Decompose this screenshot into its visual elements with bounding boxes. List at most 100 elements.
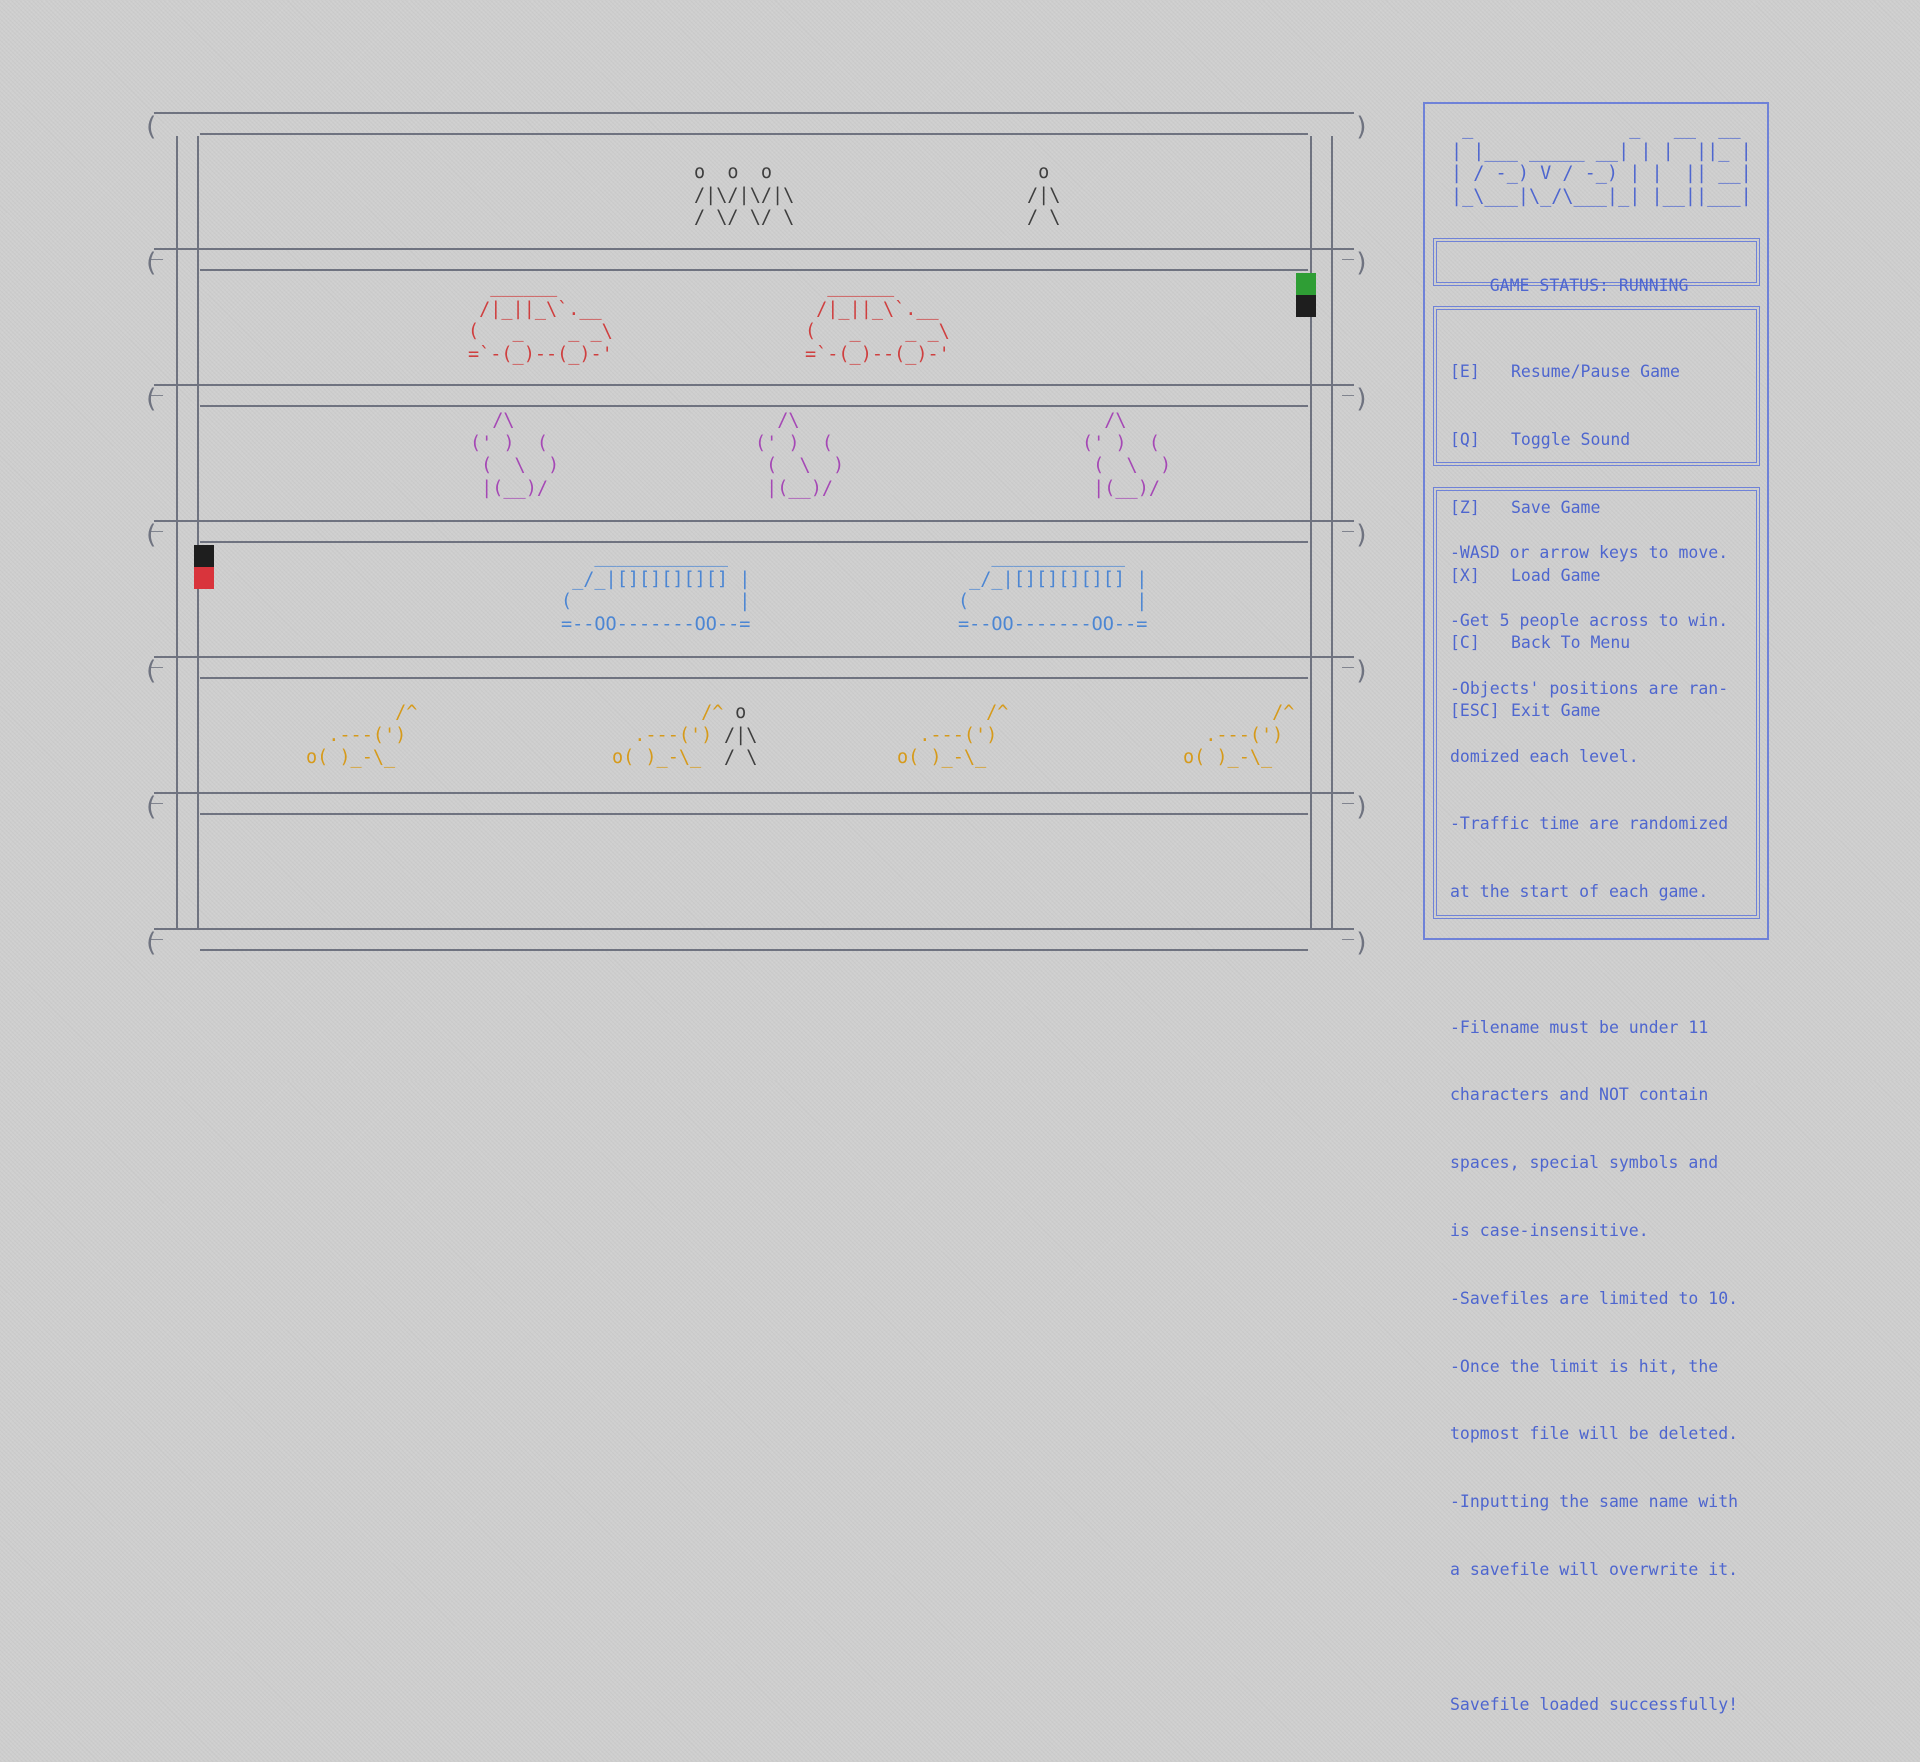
rail-cap-left: ( bbox=[143, 248, 159, 278]
rail-under-left: _ bbox=[151, 236, 164, 260]
lane-rail-top bbox=[154, 520, 1354, 522]
info-line: -Traffic time are randomized bbox=[1450, 814, 1729, 834]
rail-under-left: _ bbox=[151, 644, 164, 668]
bus: ____________ _/_|[][][][][] | ( | =--OO-… bbox=[561, 546, 751, 635]
control-label: Resume/Pause Game bbox=[1511, 362, 1680, 382]
game-board: ()()__()__()__()__()__()__ o o o /|\/|\/… bbox=[0, 0, 1380, 1000]
control-resume-pause: [E] Resume/Pause Game bbox=[1450, 361, 1756, 384]
control-key: [C] bbox=[1450, 633, 1480, 653]
rail-cap-left: ( bbox=[143, 656, 159, 686]
info-line: -Filename must be under 11 bbox=[1450, 1017, 1709, 1037]
rail-under-left: _ bbox=[151, 508, 164, 532]
control-exit-game: [ESC] Exit Game bbox=[1450, 700, 1756, 723]
control-key: [ESC] bbox=[1450, 701, 1500, 721]
info-line: is case-insensitive. bbox=[1450, 1221, 1649, 1240]
info-line: -Objects' positions are ran- bbox=[1450, 678, 1729, 698]
rail-cap-left: ( bbox=[143, 112, 159, 142]
save-load-message: Savefile loaded successfully! bbox=[1450, 1695, 1739, 1715]
light-off bbox=[194, 545, 214, 567]
lane-rail-top bbox=[154, 248, 1354, 250]
rail-cap-left: ( bbox=[143, 792, 159, 822]
info-line: -Inputting the same name with bbox=[1450, 1492, 1739, 1512]
info-line bbox=[1450, 1627, 1756, 1650]
lane-rail-bottom bbox=[200, 133, 1308, 135]
control-key: [E] bbox=[1450, 362, 1480, 382]
right-inner-post bbox=[1310, 136, 1312, 929]
car: ______ /|_||_\`.__ ( _ _ _\ =`-(_)--(_)-… bbox=[805, 276, 950, 365]
control-label: Load Game bbox=[1511, 565, 1601, 585]
control-label: Save Game bbox=[1511, 497, 1601, 517]
lane-rail-bottom bbox=[200, 677, 1308, 679]
controls-list: [E] Resume/Pause Game [Q] Toggle Sound [… bbox=[1433, 306, 1760, 720]
lane-rail-bottom bbox=[200, 813, 1308, 815]
person: o /|\ / \ bbox=[1027, 162, 1061, 228]
control-back-to-menu: [C] Back To Menu bbox=[1450, 632, 1756, 655]
lane-rail-top bbox=[154, 928, 1354, 930]
rail-cap-left: ( bbox=[143, 384, 159, 414]
side-panel: _ _ __ __ | |___ _____ __| | | ||_ | | /… bbox=[1423, 102, 1769, 1714]
car: ______ /|_||_\`.__ ( _ _ _\ =`-(_)--(_)-… bbox=[468, 276, 613, 365]
light-off bbox=[1296, 295, 1316, 317]
rail-under-left: _ bbox=[151, 372, 164, 396]
lane-rail-bottom bbox=[200, 405, 1308, 407]
people-group: o o o /|\/|\/|\ / \/ \/ \ bbox=[694, 162, 795, 228]
rail-under-right: _ bbox=[1342, 916, 1355, 940]
rabbit: /\ (' ) ( ( \ ) |(__)/ bbox=[470, 410, 560, 499]
info-line: -WASD or arrow keys to move. bbox=[1450, 543, 1729, 563]
game-status-text: GAME STATUS: RUNNING bbox=[1489, 275, 1689, 295]
rail-cap-left: ( bbox=[143, 928, 159, 958]
bus: ____________ _/_|[][][][][] | ( | =--OO-… bbox=[958, 546, 1148, 635]
rabbit: /\ (' ) ( ( \ ) |(__)/ bbox=[1082, 410, 1172, 499]
dog: /^ .---(') o( )_-\_ bbox=[1183, 702, 1295, 768]
info-line: domized each level. bbox=[1450, 746, 1639, 766]
control-label: Toggle Sound bbox=[1511, 429, 1631, 449]
rail-cap-right: ) bbox=[1354, 928, 1370, 958]
rail-under-left: _ bbox=[151, 916, 164, 940]
info-line: at the start of each game. bbox=[1450, 882, 1709, 902]
green-light bbox=[1296, 273, 1316, 295]
dog: /^ .---(') o( )_-\_ bbox=[612, 702, 724, 768]
info-line: characters and NOT contain bbox=[1450, 1085, 1709, 1105]
lane-rail-top bbox=[154, 656, 1354, 658]
info-line: -Once the limit is hit, the bbox=[1450, 1356, 1719, 1376]
lane-rail-top bbox=[154, 384, 1354, 386]
player-character: o /|\ / \ bbox=[724, 702, 758, 768]
info-line: -Get 5 people across to win. bbox=[1450, 610, 1729, 630]
control-key: [Q] bbox=[1450, 429, 1480, 449]
control-toggle-sound: [Q] Toggle Sound bbox=[1450, 429, 1756, 452]
control-label: Exit Game bbox=[1511, 701, 1601, 721]
rail-under-right: _ bbox=[1342, 644, 1355, 668]
rail-cap-right: ) bbox=[1354, 520, 1370, 550]
rail-cap-right: ) bbox=[1354, 656, 1370, 686]
info-line: a savefile will overwrite it. bbox=[1450, 1559, 1739, 1579]
rail-under-right: _ bbox=[1342, 780, 1355, 804]
rail-under-left: _ bbox=[151, 780, 164, 804]
lane-rail-bottom bbox=[200, 949, 1308, 951]
rabbit: /\ (' ) ( ( \ ) |(__)/ bbox=[755, 410, 845, 499]
rail-cap-right: ) bbox=[1354, 248, 1370, 278]
lane-rail-bottom bbox=[200, 269, 1308, 271]
control-label: Back To Menu bbox=[1511, 633, 1631, 653]
info-line: -Savefiles are limited to 10. bbox=[1450, 1288, 1739, 1308]
red-light bbox=[194, 567, 214, 589]
rail-under-right: _ bbox=[1342, 372, 1355, 396]
lane-rail-top bbox=[154, 112, 1354, 114]
lane-rail-bottom bbox=[200, 541, 1308, 543]
instructions-box: -WASD or arrow keys to move. -Get 5 peop… bbox=[1433, 487, 1760, 1714]
rail-cap-right: ) bbox=[1354, 384, 1370, 414]
lane-rail-top bbox=[154, 792, 1354, 794]
dog: /^ .---(') o( )_-\_ bbox=[897, 702, 1009, 768]
dog: /^ .---(') o( )_-\_ bbox=[306, 702, 418, 768]
info-line: spaces, special symbols and bbox=[1450, 1153, 1719, 1173]
control-key: [Z] bbox=[1450, 497, 1480, 517]
control-save-game: [Z] Save Game bbox=[1450, 497, 1756, 520]
info-line: topmost file will be deleted. bbox=[1450, 1424, 1739, 1444]
rail-under-right: _ bbox=[1342, 508, 1355, 532]
right-outer-post bbox=[1331, 136, 1333, 929]
rail-cap-right: ) bbox=[1354, 112, 1370, 142]
rail-cap-right: ) bbox=[1354, 792, 1370, 822]
left-inner-post bbox=[197, 136, 199, 929]
info-line bbox=[1450, 949, 1756, 972]
rail-under-right: _ bbox=[1342, 236, 1355, 260]
game-status-box: GAME STATUS: RUNNING bbox=[1433, 238, 1760, 295]
